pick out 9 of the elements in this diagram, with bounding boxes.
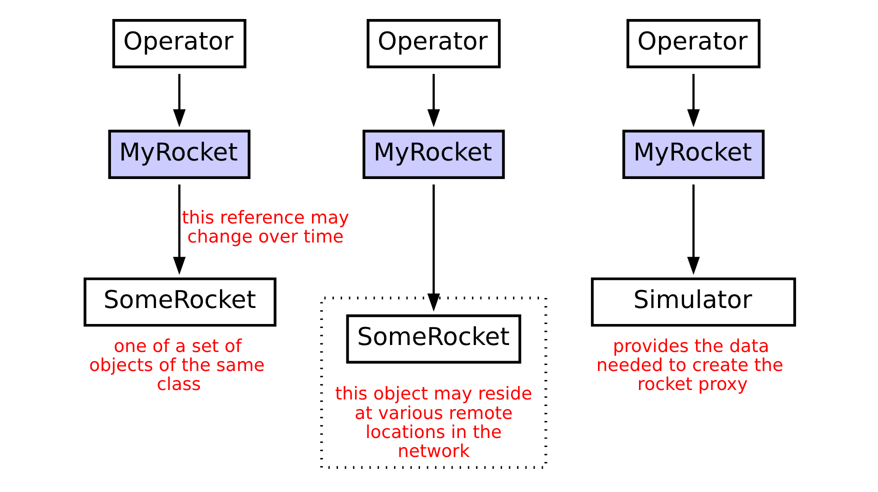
arrow — [426, 184, 440, 312]
arrow — [686, 74, 700, 128]
node-label: one of a set of objects of the same class — [88, 336, 264, 396]
node-label: provides the data needed to create the rocket proxy — [596, 336, 783, 396]
arrow — [686, 184, 700, 275]
edge-label: this reference may change over time — [181, 208, 349, 248]
arrow — [426, 74, 440, 128]
arrow — [172, 74, 186, 128]
arrow — [172, 184, 186, 275]
